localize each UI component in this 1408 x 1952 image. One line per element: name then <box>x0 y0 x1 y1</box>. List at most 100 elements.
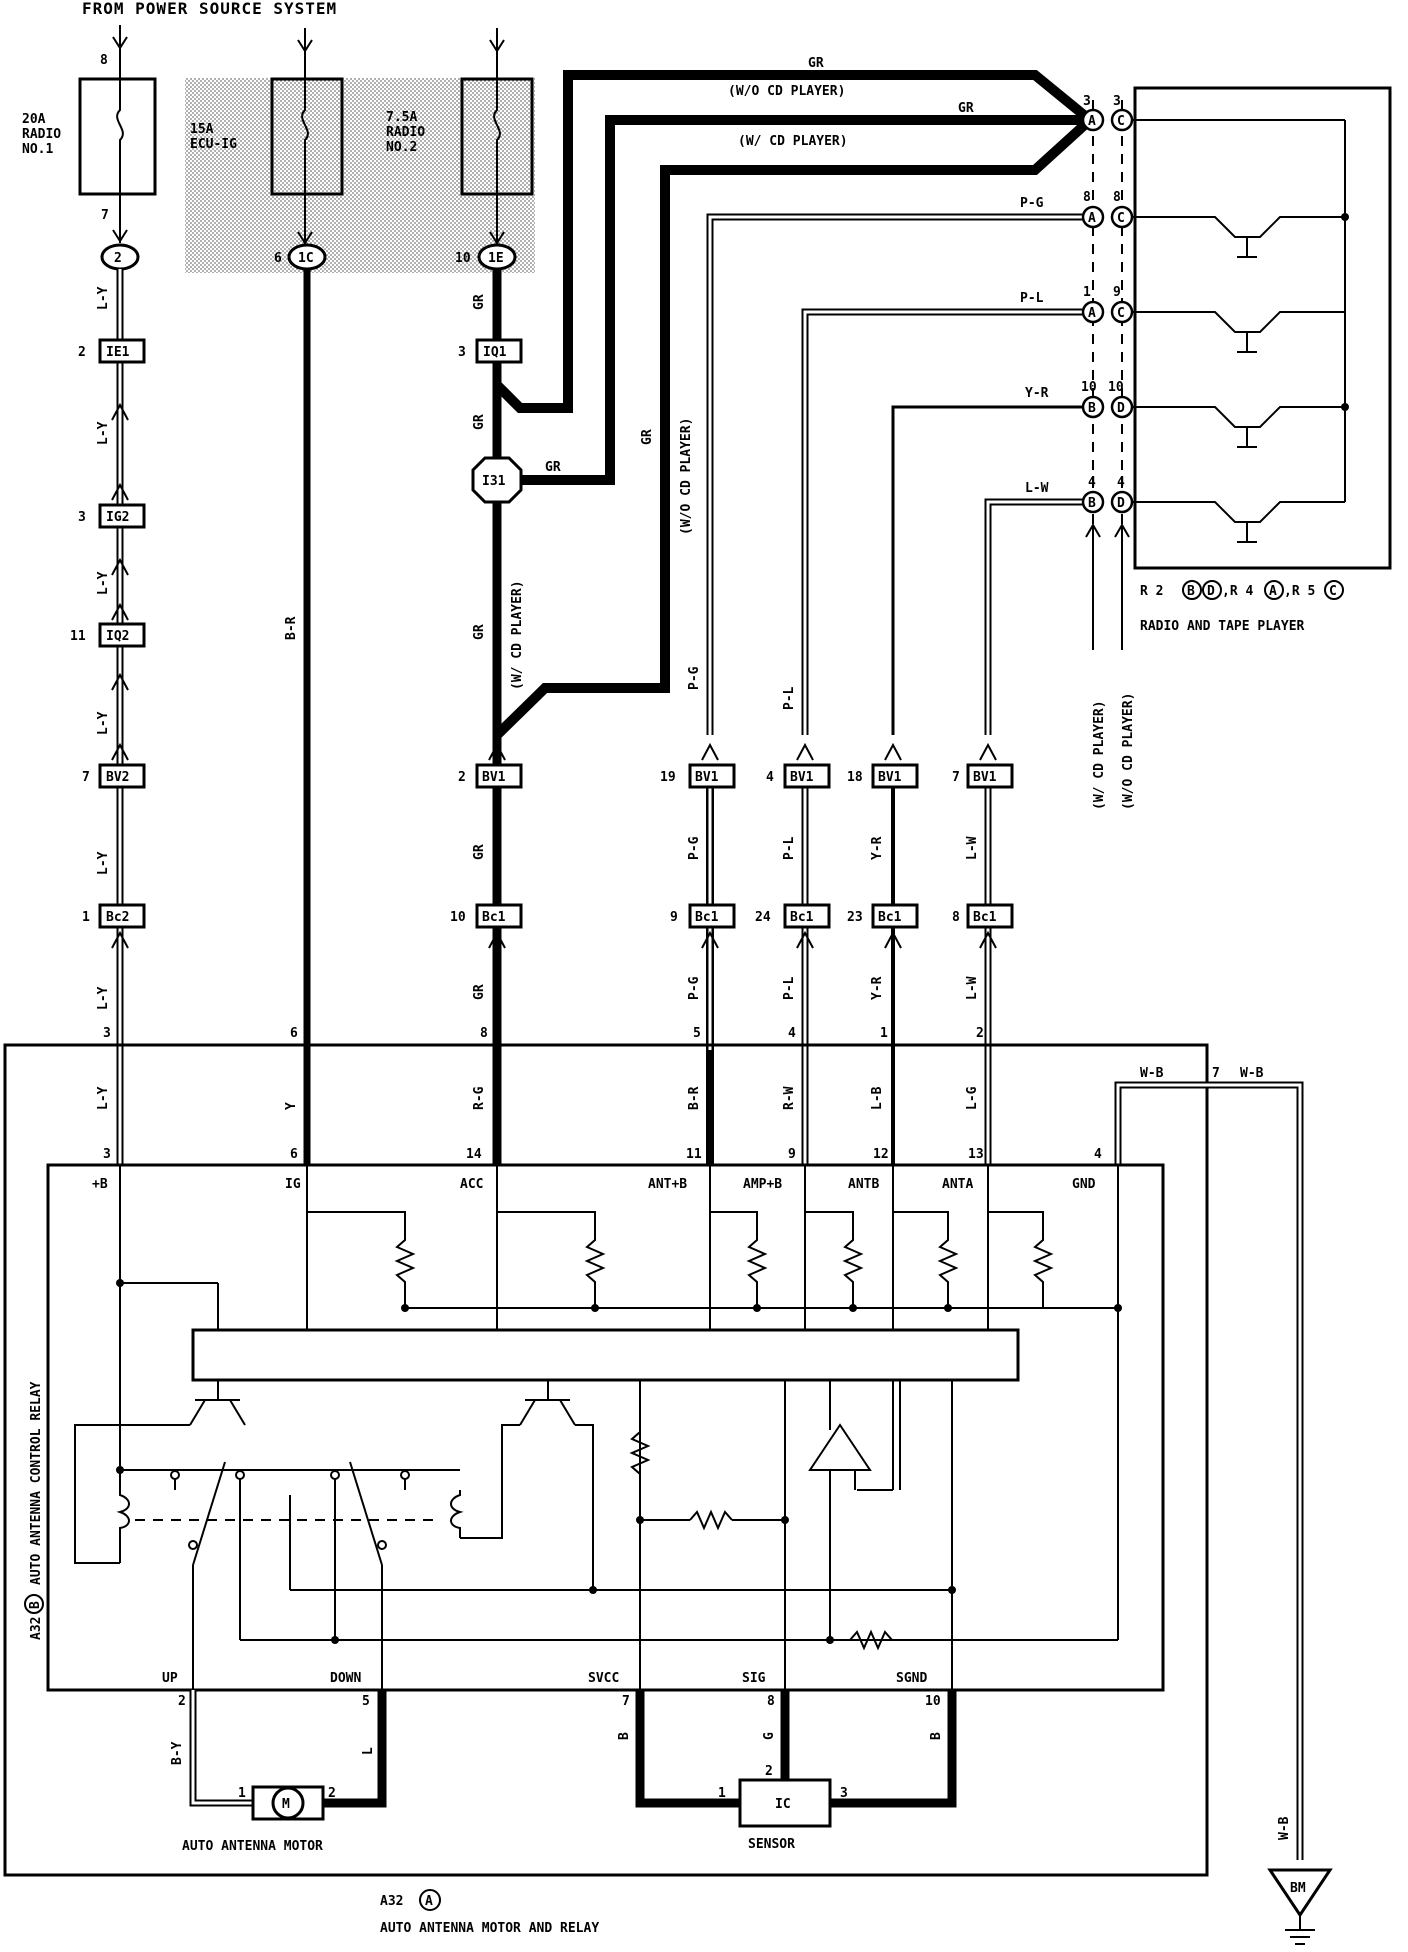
auto-antenna-motor: M 1 2 AUTO ANTENNA MOTOR <box>182 1785 336 1854</box>
svg-text:9: 9 <box>788 1147 796 1162</box>
relay-title: AUTO ANTENNA CONTROL RELAY <box>29 1381 44 1585</box>
svg-text:ANTB: ANTB <box>848 1177 879 1192</box>
svg-text:10: 10 <box>450 910 466 925</box>
svg-text:+B: +B <box>92 1177 108 1192</box>
svg-text:8: 8 <box>767 1694 775 1709</box>
svg-text:B-R: B-R <box>284 616 299 640</box>
svg-text:P-G: P-G <box>1020 196 1044 211</box>
svg-text:UP: UP <box>162 1671 178 1686</box>
svg-text:R-W: R-W <box>782 1086 797 1110</box>
svg-text:GR: GR <box>640 429 655 445</box>
svg-text:GND: GND <box>1072 1177 1096 1192</box>
svg-text:P-L: P-L <box>782 976 797 1000</box>
svg-text:C: C <box>1117 306 1125 321</box>
connector-i31: I31 <box>471 456 523 504</box>
svg-text:D: D <box>1207 584 1215 599</box>
svg-text:L-Y: L-Y <box>96 571 111 595</box>
svg-text:5: 5 <box>693 1026 701 1041</box>
svg-text:8: 8 <box>952 910 960 925</box>
svg-text:GR: GR <box>472 414 487 430</box>
svg-text:Bc1: Bc1 <box>878 910 902 925</box>
svg-text:GR: GR <box>472 844 487 860</box>
svg-text:Y-R: Y-R <box>1025 386 1049 401</box>
svg-text:B: B <box>1088 401 1096 416</box>
svg-text:BV2: BV2 <box>106 770 129 785</box>
svg-text:4: 4 <box>766 770 774 785</box>
svg-text:L-Y: L-Y <box>96 711 111 735</box>
svg-text:P-G: P-G <box>687 976 702 1000</box>
fuse-pin-out: 10 <box>455 251 471 266</box>
svg-text:5: 5 <box>362 1694 370 1709</box>
svg-text:IG2: IG2 <box>106 510 129 525</box>
svg-text:L-Y: L-Y <box>96 851 111 875</box>
svg-text:DOWN: DOWN <box>330 1671 361 1686</box>
connector-bc1-row: Bc1 10 Bc1 9 Bc1 24 Bc1 23 Bc1 8 <box>450 903 1014 929</box>
svg-text:1: 1 <box>718 1786 726 1801</box>
fuse-radio-no2: 7.5A RADIO NO.2 10 1E <box>386 28 534 271</box>
note-wo-cd: (W/O CD PLAYER) <box>728 84 845 99</box>
svg-text:A32: A32 <box>29 1617 44 1640</box>
svg-text:BV1: BV1 <box>695 770 719 785</box>
motor-label: AUTO ANTENNA MOTOR <box>182 1839 323 1854</box>
fuse-name: ECU-IG <box>190 137 237 152</box>
motor-icon: M <box>282 1797 290 1812</box>
fuse-conn: 2 <box>114 251 122 266</box>
svg-text:L-Y: L-Y <box>96 986 111 1010</box>
svg-text:Bc1: Bc1 <box>973 910 997 925</box>
svg-text:P-G: P-G <box>687 666 702 690</box>
connector-arrows <box>111 402 997 949</box>
svg-text:L-Y: L-Y <box>96 1086 111 1110</box>
svg-text:R-G: R-G <box>472 1086 487 1110</box>
svg-text:D: D <box>1117 496 1125 511</box>
svg-text:8: 8 <box>1113 190 1121 205</box>
connector-ie1: IE1 2 <box>78 338 146 364</box>
harness-pins: 3 6 8 5 4 1 2 <box>103 1026 984 1041</box>
svg-text:B: B <box>1187 584 1195 599</box>
svg-text:,R 5: ,R 5 <box>1284 584 1315 599</box>
svg-text:11: 11 <box>686 1147 702 1162</box>
svg-text:L-Y: L-Y <box>96 286 111 310</box>
svg-text:GR: GR <box>545 460 561 475</box>
svg-text:3: 3 <box>1083 94 1091 109</box>
svg-text:4: 4 <box>788 1026 796 1041</box>
svg-text:C: C <box>1329 584 1337 599</box>
svg-text:Bc1: Bc1 <box>790 910 814 925</box>
svg-text:(W/O CD PLAYER): (W/O CD PLAYER) <box>1121 693 1136 810</box>
svg-text:GR: GR <box>472 294 487 310</box>
svg-text:10: 10 <box>1108 380 1124 395</box>
svg-text:L-W: L-W <box>965 836 980 860</box>
svg-text:B: B <box>929 1732 944 1740</box>
svg-text:24: 24 <box>755 910 771 925</box>
wire-pg <box>706 213 1093 1165</box>
svg-text:Bc1: Bc1 <box>482 910 506 925</box>
svg-text:14: 14 <box>466 1147 482 1162</box>
svg-text:ACC: ACC <box>460 1177 483 1192</box>
svg-text:L-B: L-B <box>870 1086 885 1110</box>
connector-bc2: Bc2 1 <box>82 903 146 929</box>
shaded-area <box>185 78 535 273</box>
fuse-pin-out: 6 <box>274 251 282 266</box>
svg-text:2: 2 <box>178 1694 186 1709</box>
fuse-rating: 20A <box>22 112 46 127</box>
svg-text:L: L <box>361 1747 376 1755</box>
svg-text:L-W: L-W <box>1025 481 1049 496</box>
svg-text:BM: BM <box>1290 1881 1306 1896</box>
svg-text:7: 7 <box>82 770 90 785</box>
svg-text:IE1: IE1 <box>106 345 130 360</box>
svg-text:G: G <box>762 1732 777 1740</box>
fuse-name: RADIO <box>386 125 425 140</box>
fuse-conn: 1C <box>298 251 314 266</box>
assembly-caption: A32 A AUTO ANTENNA MOTOR AND RELAY <box>380 1889 599 1936</box>
fuse-number: NO.2 <box>386 140 417 155</box>
svg-text:SVCC: SVCC <box>588 1671 619 1686</box>
svg-text:ANT+B: ANT+B <box>648 1177 687 1192</box>
connector-iq2: IQ2 11 <box>70 622 146 648</box>
svg-text:(W/ CD PLAYER): (W/ CD PLAYER) <box>1092 700 1107 810</box>
svg-text:3: 3 <box>458 345 466 360</box>
svg-text:IC: IC <box>775 1797 791 1812</box>
svg-text:10: 10 <box>925 1694 941 1709</box>
fuse-pin-out: 7 <box>101 208 109 223</box>
svg-text:W-B: W-B <box>1240 1066 1264 1081</box>
svg-text:A: A <box>1088 114 1096 129</box>
fuse-rating: 7.5A <box>386 110 417 125</box>
